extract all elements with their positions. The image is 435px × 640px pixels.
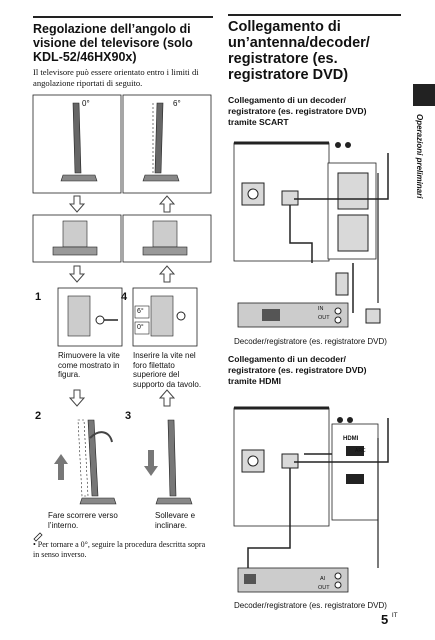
zoom-label-0: 0° bbox=[137, 324, 144, 331]
hdmi-title: Collegamento di un decoder/ registratore… bbox=[228, 354, 367, 386]
angle-label-6: 6° bbox=[173, 99, 181, 108]
stand-closeup-left bbox=[32, 214, 122, 263]
note-pencil-icon bbox=[33, 532, 43, 542]
scart-in-label: IN bbox=[318, 306, 324, 312]
scart-connection-diagram bbox=[233, 141, 389, 328]
step-number-1: 1 bbox=[35, 291, 42, 303]
step-1-caption: Rimuovere la vite come mostrato in figur… bbox=[58, 351, 120, 379]
page-number-value: 5 bbox=[381, 612, 389, 627]
page-number: 5 IT bbox=[381, 612, 398, 627]
step-number-3: 3 bbox=[125, 410, 132, 422]
step-1-illustration bbox=[57, 287, 123, 347]
scart-device-caption: Decoder/registratore (es. registratore D… bbox=[234, 337, 387, 346]
scart-out-label: OUT bbox=[318, 315, 330, 321]
page-lang: IT bbox=[391, 612, 398, 619]
hdmi-connection-diagram bbox=[233, 406, 389, 593]
angle-label-0: 0° bbox=[82, 99, 90, 108]
right-heading-rule bbox=[228, 14, 401, 16]
note-text: • Per tornare a 0°, seguire la procedura… bbox=[33, 540, 206, 559]
left-intro: Il televisore può essere orientato entro… bbox=[33, 67, 199, 88]
hdmi-device-caption: Decoder/registratore (es. registratore D… bbox=[234, 601, 387, 610]
step-4-illustration bbox=[132, 287, 198, 347]
side-tab-label: Operazioni preliminari bbox=[415, 114, 424, 199]
arrow-up-icon bbox=[158, 389, 176, 407]
step-number-4: 4 bbox=[121, 291, 128, 303]
arrow-down-icon bbox=[68, 265, 86, 283]
hdmi-port-label: HDMI bbox=[343, 436, 359, 442]
step-2-illustration bbox=[54, 419, 117, 505]
left-heading-rule bbox=[33, 16, 213, 18]
side-tab-bar bbox=[413, 84, 435, 106]
step-2-caption: Fare scorrere verso l’interno. bbox=[48, 511, 118, 530]
step-number-2: 2 bbox=[35, 410, 42, 422]
step-4-caption: Inserire la vite nel foro filettato supe… bbox=[133, 351, 202, 389]
arrow-up-icon bbox=[158, 265, 176, 283]
arrow-down-icon bbox=[68, 195, 86, 213]
step-3-illustration bbox=[144, 419, 193, 505]
section-side-tab: Operazioni preliminari bbox=[413, 84, 435, 234]
arrow-up-icon bbox=[158, 195, 176, 213]
arrow-down-icon bbox=[68, 389, 86, 407]
hdmi-arc-label: ARC bbox=[355, 448, 366, 454]
stand-closeup-right bbox=[122, 214, 212, 263]
tv-side-view-0-degree bbox=[32, 94, 122, 194]
zoom-label-6: 6° bbox=[137, 308, 144, 315]
left-heading: Regolazione dell’angolo di visione del t… bbox=[33, 22, 193, 64]
hdmi-out-label: OUT bbox=[318, 585, 330, 591]
right-heading: Collegamento di un’antenna/decoder/ regi… bbox=[228, 19, 370, 83]
scart-title: Collegamento di un decoder/ registratore… bbox=[228, 95, 367, 127]
tv-side-view-6-degree bbox=[122, 94, 212, 194]
step-3-caption: Sollevare e inclinare. bbox=[155, 511, 196, 530]
hdmi-ai-label: AI bbox=[320, 576, 326, 582]
